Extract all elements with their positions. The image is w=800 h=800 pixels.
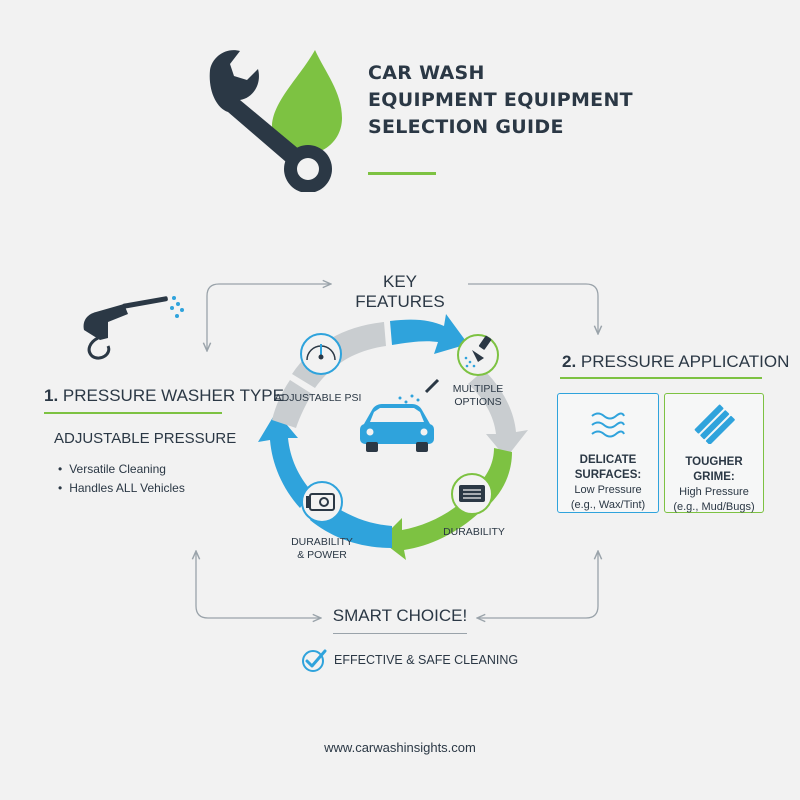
feature-durability-power: DURABILITY & POWER	[280, 536, 364, 562]
section2-title: 2. PRESSURE APPLICATION	[562, 352, 789, 372]
feature-multiple-options-line-1: MULTIPLE	[452, 383, 504, 395]
title-line-3: SELECTION GUIDE	[368, 116, 564, 138]
feature-durability: DURABILITY	[443, 526, 505, 538]
page-title: CAR WASH EQUIPMENT EQUIPMENT SELECTION G…	[368, 60, 668, 141]
water-drop-icon	[272, 50, 342, 155]
card-tougher-title: TOUGHER GRIME:	[685, 456, 743, 483]
connector-bottom-left	[196, 552, 320, 618]
card-delicate-line2: (e.g., Wax/Tint)	[570, 499, 646, 511]
section1-title: 1. PRESSURE WASHER TYPE	[44, 386, 284, 406]
section2-title-text: PRESSURE APPLICATION	[580, 352, 790, 371]
gauge-icon	[300, 333, 342, 375]
cycle-arrow-blue-top	[390, 314, 468, 354]
feature-multiple-options: MULTIPLE OPTIONS	[440, 383, 516, 409]
title-line-1: CAR WASH	[368, 62, 485, 84]
feature-durability-power-line-1: DURABILITY	[291, 536, 353, 548]
title-line-2: EQUIPMENT EQUIPMENT	[368, 89, 633, 111]
card-delicate-title: DELICATE SURFACES:	[574, 454, 642, 481]
section1-number: 1.	[44, 386, 59, 405]
section1-underline	[44, 412, 222, 414]
feature-adjustable-psi: ADJUSTABLE PSI	[274, 392, 362, 404]
connector-top-left	[207, 284, 330, 350]
cycle-arrow-gray-right	[468, 370, 528, 458]
smart-choice-heading: SMART CHOICE!	[332, 606, 468, 625]
smart-choice-underline	[333, 633, 467, 634]
card-delicate-line1: Low Pressure	[574, 484, 642, 496]
header-logo	[209, 50, 342, 192]
section1-title-text: PRESSURE WASHER TYPE	[62, 386, 284, 405]
wrench-icon	[209, 50, 332, 192]
feature-cycle	[258, 314, 528, 560]
key-features-heading: KEY FEATURES	[355, 272, 445, 311]
car-wash-icon	[360, 378, 440, 452]
feature-multiple-options-line-2: OPTIONS	[454, 396, 502, 408]
title-underline	[368, 172, 436, 175]
connector-bottom-right	[478, 552, 598, 618]
motor-icon	[301, 481, 343, 523]
cycle-arrow-blue-left	[258, 412, 312, 508]
cycle-arrow-gray-left	[272, 380, 312, 428]
engine-icon	[451, 473, 497, 515]
card-tougher-grime: TOUGHER GRIME: High Pressure (e.g., Mud/…	[664, 393, 764, 513]
effective-cleaning-text: EFFECTIVE & SAFE CLEANING	[334, 653, 519, 667]
section1-bullets: Versatile Cleaning Handles ALL Vehicles	[58, 462, 185, 500]
feature-durability-power-line-2: & POWER	[297, 549, 347, 561]
list-item: Versatile Cleaning	[58, 462, 185, 476]
card-tougher-line1: High Pressure	[679, 486, 749, 498]
pressure-washer-icon	[83, 296, 184, 360]
waves-icon	[591, 412, 625, 438]
card-tougher-line2: (e.g., Mud/Bugs)	[673, 501, 755, 513]
website-url[interactable]: www.carwashinsights.com	[324, 740, 476, 755]
bristles-icon	[694, 404, 735, 445]
shower-nozzle-icon	[457, 334, 499, 376]
card-delicate-surfaces: DELICATE SURFACES: Low Pressure (e.g., W…	[557, 393, 659, 513]
list-item: Handles ALL Vehicles	[58, 481, 185, 495]
section2-number: 2.	[562, 352, 577, 371]
checkmark-icon	[302, 649, 327, 672]
section1-subheading: ADJUSTABLE PRESSURE	[54, 430, 237, 447]
section2-underline	[560, 377, 762, 379]
cycle-arrow-green-bottom	[380, 500, 480, 560]
connector-top-right	[468, 283, 598, 333]
